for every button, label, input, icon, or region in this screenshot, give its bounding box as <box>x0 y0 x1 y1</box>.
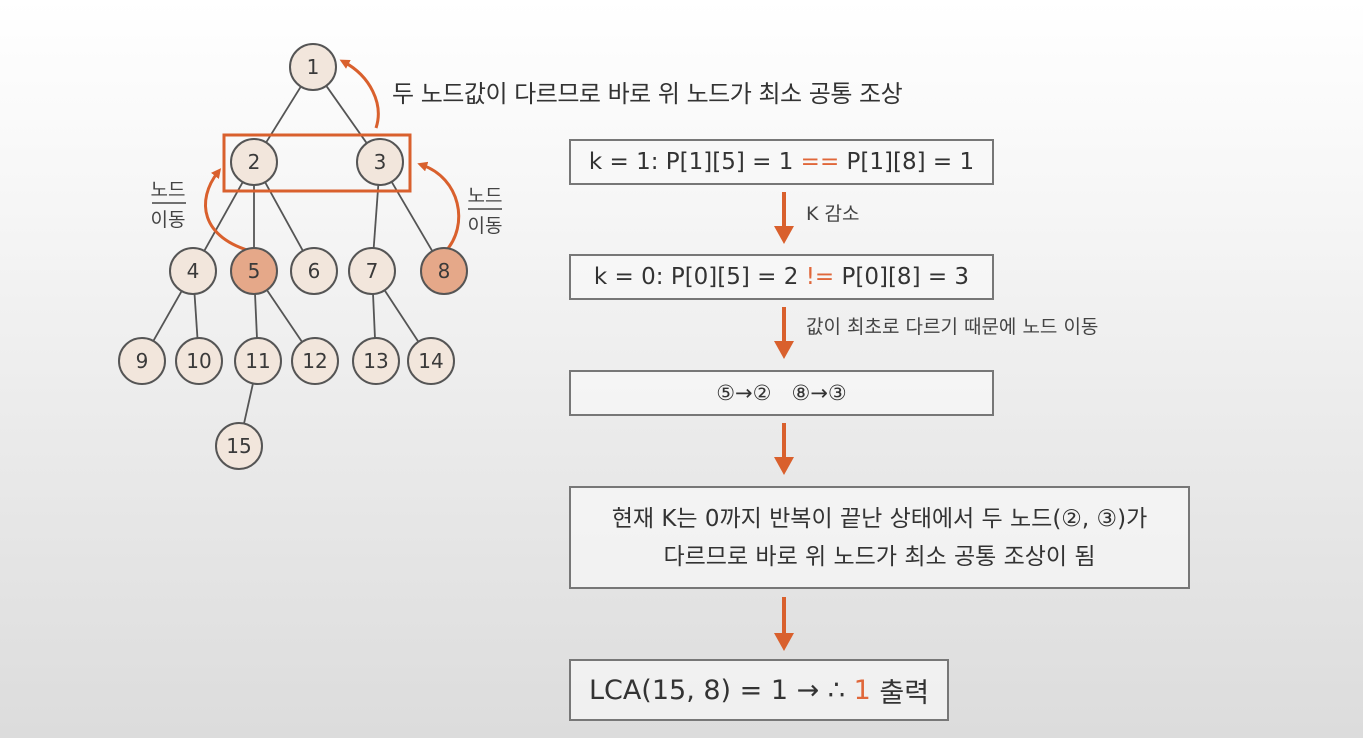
tree-node-label: 5 <box>248 259 261 283</box>
arrow2-label: 값이 최초로 다르기 때문에 노드 이동 <box>806 316 1099 338</box>
tree-node-label: 15 <box>226 434 251 458</box>
tree-edge-5-11 <box>254 293 258 339</box>
tree-node-label: 4 <box>187 259 200 283</box>
step2-post: P[0][8] = 3 <box>834 264 970 290</box>
tree-node-circle <box>234 337 282 385</box>
tree-node-7: 7 <box>348 247 396 295</box>
step-box-5: LCA(15, 8) = 1 → ∴ 1 출력 <box>569 659 949 721</box>
tree-node-11: 11 <box>234 337 282 385</box>
tree-node-8: 8 <box>420 247 468 295</box>
tree-node-label: 14 <box>418 349 443 373</box>
tree-node-circle <box>175 337 223 385</box>
tree-node-label: 3 <box>374 150 387 174</box>
move-arrow-right <box>417 161 461 254</box>
step4-line2: 다르므로 바로 위 노드가 최소 공통 조상이 됨 <box>663 543 1096 570</box>
tree-node-circle <box>352 337 400 385</box>
tree-node-circle <box>230 247 278 295</box>
step-box-2: k = 0: P[0][5] = 2 != P[0][8] = 3 <box>569 254 994 300</box>
tree-node-3: 3 <box>356 138 404 186</box>
tree-edge-11-15 <box>243 383 254 424</box>
left-move-label-line2: 이동 <box>151 209 186 231</box>
tree-node-circle <box>118 337 166 385</box>
tree-node-15: 15 <box>215 422 263 470</box>
step-box-1: k = 1: P[1][5] = 1 == P[1][8] = 1 <box>569 139 994 185</box>
tree-node-label: 8 <box>438 259 451 283</box>
step-box-4: 현재 K는 0까지 반복이 끝난 상태에서 두 노드(②, ③)가 다르므로 바… <box>569 486 1190 589</box>
step2-pre: k = 0: P[0][5] = 2 <box>593 264 806 290</box>
tree-node-14: 14 <box>407 337 455 385</box>
tree-edge-7-13 <box>372 293 376 339</box>
tree-node-circle <box>420 247 468 295</box>
tree-node-circle <box>230 138 278 186</box>
tree-node-2: 2 <box>230 138 278 186</box>
step5-post: 출력 <box>870 677 930 709</box>
right-move-label-line2: 이동 <box>468 215 503 237</box>
step5-pre: LCA(15, 8) = 1 → ∴ <box>588 674 854 706</box>
step1-op: == <box>800 149 840 175</box>
tree-node-circle <box>215 422 263 470</box>
step1-post: P[1][8] = 1 <box>839 149 975 175</box>
right-move-label-line1: 노드 <box>468 185 503 207</box>
step4-line1: 현재 K는 0까지 반복이 끝난 상태에서 두 노드(②, ③)가 <box>611 505 1148 532</box>
tree-node-label: 1 <box>307 55 320 79</box>
step1-pre: k = 1: P[1][5] = 1 <box>588 149 801 175</box>
tree-node-circle <box>407 337 455 385</box>
step2-op: != <box>805 264 835 290</box>
tree-node-label: 6 <box>308 259 321 283</box>
tree-node-circle <box>348 247 396 295</box>
tree-edge-5-12 <box>266 289 303 343</box>
tree-edge-2-6 <box>264 181 304 252</box>
tree-edge-1-2 <box>265 86 302 143</box>
tree-edges <box>152 85 434 424</box>
move-arrow-left <box>204 168 255 254</box>
tree-node-circle <box>289 43 337 91</box>
move-arrow-top <box>339 59 380 129</box>
tree-node-5: 5 <box>230 247 278 295</box>
step5-result: 1 <box>853 674 871 706</box>
tree-edge-4-9 <box>152 290 183 342</box>
tree-node-label: 9 <box>136 349 149 373</box>
step3-text: ⑤→② ⑧→③ <box>716 381 847 405</box>
tree-node-label: 13 <box>363 349 388 373</box>
tree-node-6: 6 <box>290 247 338 295</box>
tree-edge-2-4 <box>203 181 244 252</box>
tree-edge-4-10 <box>193 293 199 339</box>
tree-node-4: 4 <box>169 247 217 295</box>
tree-node-label: 11 <box>245 349 270 373</box>
tree-edge-7-14 <box>383 289 420 343</box>
down-arrow-1 <box>774 192 794 244</box>
highlight-box <box>222 133 412 193</box>
tree-node-9: 9 <box>118 337 166 385</box>
left-move-label-line1: 노드 <box>151 179 186 201</box>
tree-node-circle <box>169 247 217 295</box>
down-arrow-2 <box>774 307 794 359</box>
tree-node-1: 1 <box>289 43 337 91</box>
tree-node-12: 12 <box>291 337 339 385</box>
tree-node-label: 12 <box>302 349 327 373</box>
down-arrow-3 <box>774 423 794 475</box>
tree-node-label: 7 <box>366 259 379 283</box>
tree-node-10: 10 <box>175 337 223 385</box>
tree-edge-3-7 <box>372 184 380 249</box>
step-box-3: ⑤→② ⑧→③ <box>569 370 994 416</box>
tree-node-label: 2 <box>248 150 261 174</box>
arrow1-label: K 감소 <box>806 203 860 225</box>
tree-edge-3-8 <box>390 181 434 252</box>
tree-node-label: 10 <box>186 349 211 373</box>
tree-node-circle <box>290 247 338 295</box>
down-arrow-4 <box>774 597 794 651</box>
tree-node-circle <box>356 138 404 186</box>
top-note: 두 노드값이 다르므로 바로 위 노드가 최소 공통 조상 <box>392 80 903 108</box>
tree-node-13: 13 <box>352 337 400 385</box>
tree-node-circle <box>291 337 339 385</box>
